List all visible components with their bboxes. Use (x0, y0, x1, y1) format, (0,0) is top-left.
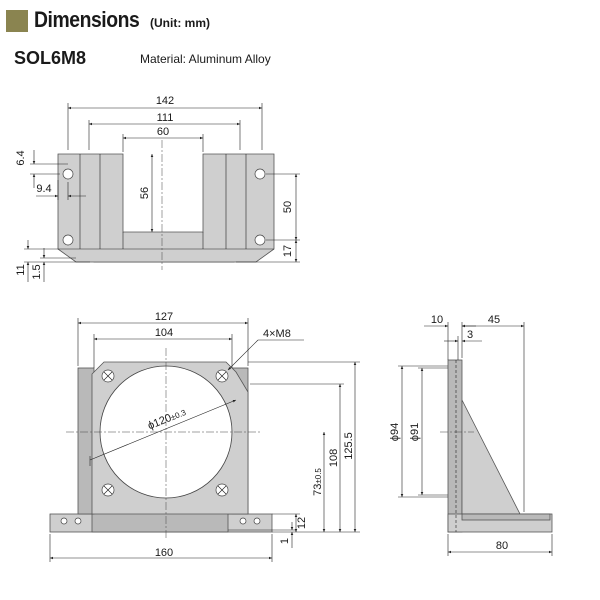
dim-60: 60 (157, 126, 169, 138)
base-hole (74, 517, 82, 525)
dim-3: 3 (467, 329, 473, 341)
m8-hole-icon (101, 483, 115, 497)
section-header: Dimensions (Unit: mm) (0, 6, 600, 36)
dim-17: 17 (282, 245, 294, 257)
dim-127: 127 (155, 311, 173, 323)
base-hole (253, 517, 261, 525)
material-label: Material: Aluminum Alloy (140, 52, 271, 66)
dim-1-5: 1.5 (31, 264, 43, 279)
dim-160: 160 (155, 547, 173, 559)
mount-hole (254, 234, 266, 246)
side-view: 10 45 3 ϕ94 ϕ91 80 (389, 314, 553, 556)
side-base-slot (461, 513, 551, 521)
dim-45: 45 (488, 314, 500, 326)
dim-104: 104 (155, 327, 173, 339)
model-name: SOL6M8 (14, 48, 87, 68)
dim-56: 56 (139, 187, 151, 199)
side-gusset (461, 399, 521, 515)
holes-callout: 4×M8 (263, 328, 291, 340)
m8-hole-icon (215, 483, 229, 497)
dim-111: 111 (157, 112, 174, 124)
dim-9-4: 9.4 (36, 183, 51, 195)
dim-142: 142 (156, 95, 174, 107)
front-view: 127 104 4×M8 ϕ120±0.3 125.5 108 73±0.5 1… (49, 311, 360, 562)
dim-125-5: 125.5 (343, 432, 355, 460)
page-title: Dimensions (34, 7, 140, 32)
top-plate (57, 153, 275, 263)
side-plate (447, 359, 463, 533)
dim-12: 12 (296, 517, 308, 529)
dim-6-4: 6.4 (15, 150, 27, 165)
title-square-icon (6, 10, 28, 32)
dim-1: 1 (279, 538, 291, 544)
dim-phi94: ϕ94 (389, 423, 401, 441)
dim-108: 108 (328, 449, 340, 467)
base-hole (239, 517, 247, 525)
dim-80: 80 (496, 540, 508, 552)
mount-hole (254, 168, 266, 180)
mount-hole (62, 168, 74, 180)
base-hole (60, 517, 68, 525)
front-base-inner (91, 511, 229, 533)
dim-11: 11 (15, 264, 27, 275)
dim-50: 50 (282, 201, 294, 213)
m8-hole-icon (215, 369, 229, 383)
dim-10: 10 (431, 314, 443, 326)
dim-73: 73±0.5 (312, 468, 324, 496)
unit-label: (Unit: mm) (150, 16, 210, 30)
m8-hole-icon (101, 369, 115, 383)
dim-phi91: ϕ91 (409, 423, 421, 441)
top-view: 142 111 60 56 6.4 9.4 50 17 (15, 95, 300, 282)
mount-hole (62, 234, 74, 246)
